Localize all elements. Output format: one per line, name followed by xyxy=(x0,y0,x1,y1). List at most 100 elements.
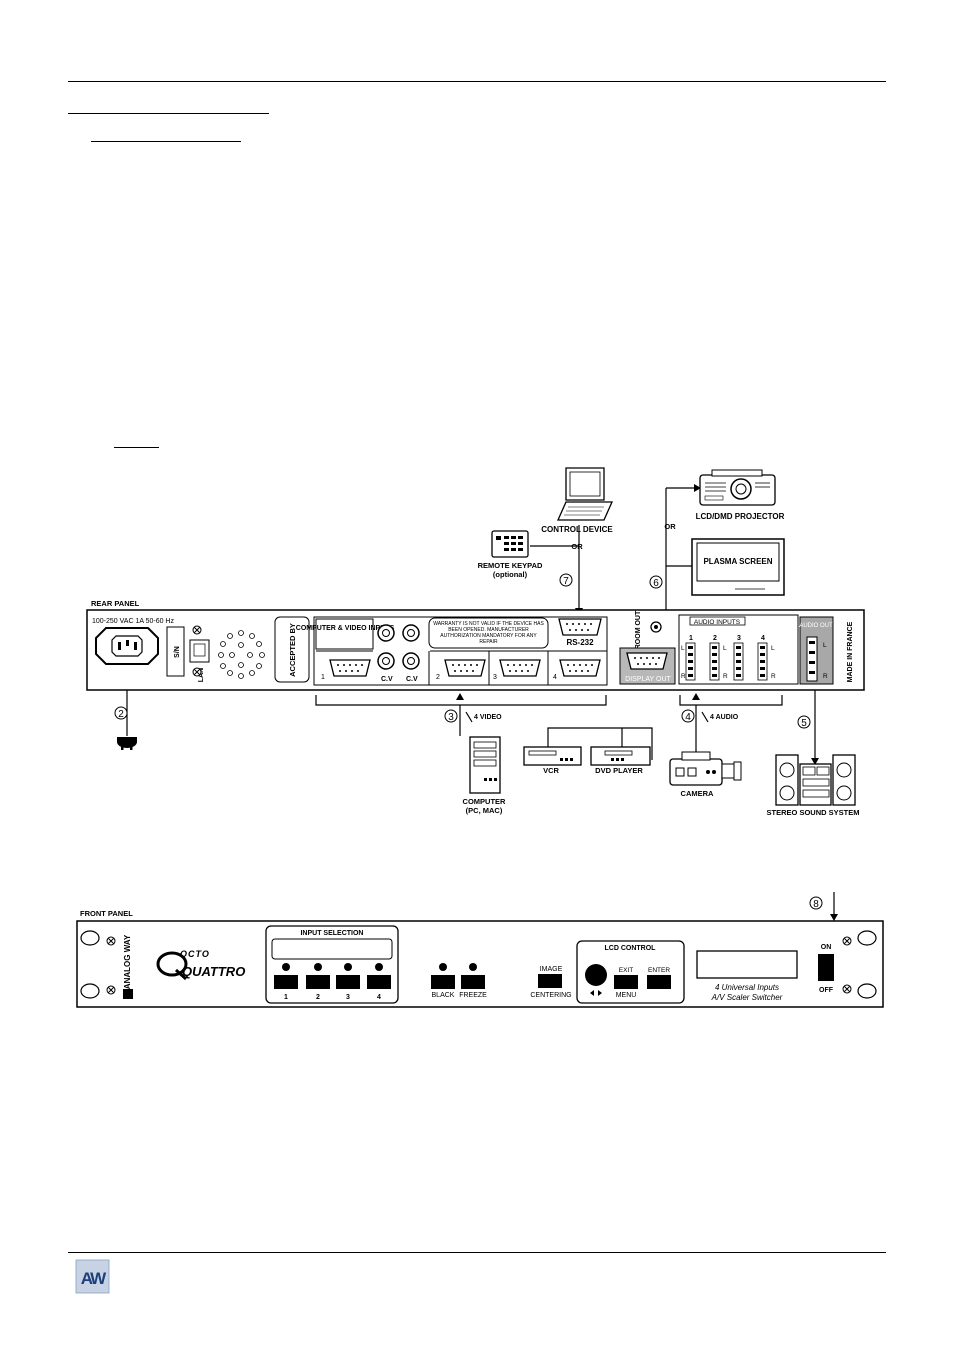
on-label: ON xyxy=(821,944,832,951)
tagline-line-1: 4 Universal Inputs xyxy=(715,983,779,992)
rear-panel-title: REAR PANEL xyxy=(91,599,140,608)
enter-button[interactable] xyxy=(647,975,671,989)
audio-input-numbers: 1 2 3 4 xyxy=(689,635,765,642)
room-out-jack[interactable] xyxy=(650,621,662,633)
svg-text:OCTO: OCTO xyxy=(180,949,210,959)
vga-input-2[interactable] xyxy=(430,650,489,677)
dvd-player-label: DVD PLAYER xyxy=(595,766,643,775)
note-underline xyxy=(114,447,159,448)
callouts: 2 3 4 5 6 7 8 xyxy=(114,573,823,910)
remote-keypad-icon xyxy=(491,530,529,558)
off-label: OFF xyxy=(819,987,834,994)
room-out-label: ROOM OUT xyxy=(635,610,642,649)
fan-vent-icon xyxy=(218,630,265,679)
section-heading-underline xyxy=(68,113,269,114)
display-out-port[interactable] xyxy=(626,652,668,670)
projector-icon xyxy=(699,469,776,506)
vga-input-3[interactable] xyxy=(489,650,548,677)
input-button-2[interactable] xyxy=(306,975,330,989)
enter-label: ENTER xyxy=(648,967,670,974)
rack-holes xyxy=(80,930,877,999)
sn-label: S/N xyxy=(174,646,181,658)
image-centering-button[interactable] xyxy=(538,974,562,988)
vcr-icon xyxy=(523,746,582,766)
cv-label-1: C.V xyxy=(381,676,393,683)
audio-out-l: L xyxy=(823,642,827,649)
svg-text:R: R xyxy=(681,673,686,680)
control-device-label: CONTROL DEVICE xyxy=(541,525,613,534)
freeze-led xyxy=(469,963,477,971)
vga-input-1[interactable] xyxy=(316,650,373,677)
screw-icon xyxy=(192,625,202,677)
input-button-1[interactable] xyxy=(274,975,298,989)
computer-label: COMPUTER xyxy=(463,797,507,806)
svg-text:7: 7 xyxy=(563,576,569,587)
or-label-display: OR xyxy=(664,522,676,531)
subsection-heading-underline xyxy=(91,141,241,142)
rs232-port[interactable] xyxy=(558,618,602,636)
power-plug-icon xyxy=(117,737,137,750)
remote-keypad-label: REMOTE KEYPAD xyxy=(478,561,543,570)
brand-logo-icon xyxy=(123,989,133,999)
svg-text:3: 3 xyxy=(448,712,454,723)
dvd-player-icon xyxy=(590,746,651,766)
front-panel-title: FRONT PANEL xyxy=(80,909,133,918)
input-number-2: 2 xyxy=(436,674,440,681)
optional-label: (optional) xyxy=(493,570,528,579)
input-button-label-3: 3 xyxy=(346,994,350,1001)
svg-text:L: L xyxy=(681,645,685,652)
input-number-1: 1 xyxy=(321,674,325,681)
vcr-label: VCR xyxy=(543,766,559,775)
bnc-connectors[interactable] xyxy=(377,624,420,670)
footer-logo-text: AW xyxy=(81,1269,107,1288)
brand-vertical-label: ANALOG WAY xyxy=(123,934,132,989)
power-switch[interactable] xyxy=(818,954,834,981)
input-leds xyxy=(282,963,383,971)
audio-out-r: R xyxy=(823,673,828,680)
svg-text:2: 2 xyxy=(713,635,717,642)
inputs-title-box xyxy=(315,618,374,650)
stereo-system-label: STEREO SOUND SYSTEM xyxy=(767,808,860,817)
input-number-4: 4 xyxy=(553,674,557,681)
power-socket-icon xyxy=(95,627,159,665)
centering-label: CENTERING xyxy=(530,992,571,999)
exit-label: EXIT xyxy=(619,967,633,974)
svg-text:2: 2 xyxy=(118,709,124,720)
cv-label-2: C.V xyxy=(406,676,418,683)
svg-text:L: L xyxy=(723,645,727,652)
rs232-label: RS-232 xyxy=(566,638,594,647)
svg-text:L: L xyxy=(771,645,775,652)
lcd-control-label: LCD CONTROL xyxy=(605,945,657,952)
footer-rule xyxy=(68,1252,886,1253)
lan-label: LAN xyxy=(198,668,205,682)
tagline-line-2: A/V Scaler Switcher xyxy=(711,993,783,1002)
made-in-france-label: MADE IN FRANCE xyxy=(847,621,854,682)
left-arrow-icon xyxy=(590,990,594,996)
right-arrow-icon xyxy=(598,990,602,996)
computer-sub-label: (PC, MAC) xyxy=(466,806,503,815)
projector-label: LCD/DMD PROJECTOR xyxy=(696,512,785,521)
connection-lines xyxy=(126,487,835,920)
audio-out-label: AUDIO OUT xyxy=(799,623,833,629)
svg-text:QUATTRO: QUATTRO xyxy=(182,964,245,979)
camera-icon xyxy=(669,751,742,786)
black-label: BLACK xyxy=(432,992,455,999)
input-button-3[interactable] xyxy=(336,975,360,989)
four-video-label: 4 VIDEO xyxy=(474,714,502,721)
header-rule xyxy=(68,81,886,82)
four-audio-label: 4 AUDIO xyxy=(710,714,739,721)
svg-text:1: 1 xyxy=(689,635,693,642)
exit-menu-button[interactable] xyxy=(614,975,638,989)
input-number-3: 3 xyxy=(493,674,497,681)
input-button-4[interactable] xyxy=(367,975,391,989)
inputs-title-label: COMPUTER & VIDEO INPUTS xyxy=(296,625,395,632)
freeze-button[interactable] xyxy=(461,975,485,989)
input-selection-label: INPUT SELECTION xyxy=(300,930,363,937)
lcd-display xyxy=(696,950,798,979)
vga-input-4[interactable] xyxy=(548,650,607,677)
audio-out-terminal[interactable] xyxy=(806,636,818,682)
warranty-text: WARRANTY IS NOT VALID IF THE DEVICE HAS … xyxy=(433,621,544,645)
black-button[interactable] xyxy=(431,975,455,989)
jog-knob[interactable] xyxy=(585,964,607,986)
